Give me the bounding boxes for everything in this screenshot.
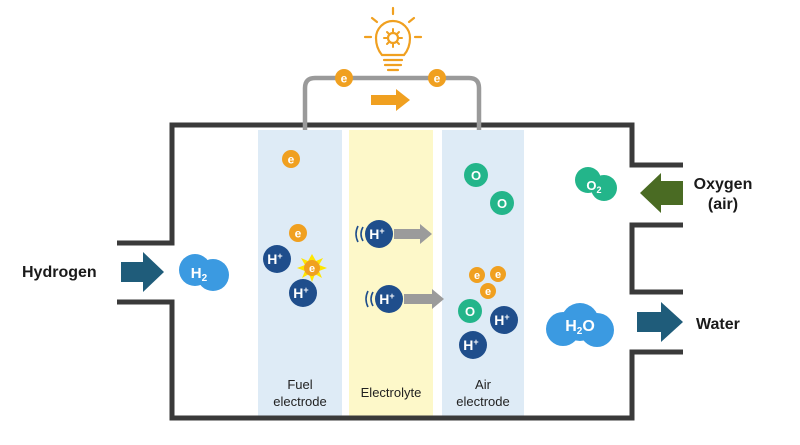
air-proton-bottom: H+: [459, 331, 487, 359]
water-molecule: H2O: [546, 303, 614, 347]
svg-text:O2: O2: [586, 178, 601, 195]
svg-text:e: e: [288, 153, 295, 167]
air-oxygen-atom-1: O: [464, 163, 488, 187]
fuel-electrode-label-line2: electrode: [273, 394, 326, 409]
fuel-electron-top: e: [282, 150, 300, 168]
oxygen-label-line2: (air): [708, 196, 738, 213]
hydrogen-molecule: H2: [179, 254, 229, 291]
hydrogen-inlet-arrow-icon: [121, 252, 164, 292]
fuel-proton-left: H+: [263, 245, 291, 273]
water-outlet-arrow-icon: [637, 302, 683, 342]
wire-electron-right: e: [428, 69, 446, 87]
svg-text:H+: H+: [494, 312, 509, 328]
external-wire: [302, 75, 482, 130]
fuel-electrode-label-line1: Fuel: [287, 377, 312, 392]
lightbulb-gear-icon: [363, 6, 423, 72]
svg-text:O: O: [497, 196, 507, 211]
svg-text:O: O: [471, 168, 481, 183]
air-electron-2: e: [490, 266, 506, 282]
air-electrode-label-line2: electrode: [456, 394, 509, 409]
electrolyte-proton-lower: H+: [365, 285, 403, 313]
electrolyte-proton-upper: H+: [355, 220, 393, 248]
oxygen-inlet-arrow-icon: [640, 173, 683, 213]
electron-release-spark-icon: e: [297, 254, 327, 282]
air-electron-1: e: [469, 267, 485, 283]
air-oxygen-atom-2: O: [490, 191, 514, 215]
air-electrode-label-line1: Air: [475, 377, 492, 392]
oxygen-label-line1: Oxygen: [694, 176, 753, 193]
svg-text:e: e: [485, 286, 491, 298]
electrolyte-region: [349, 130, 433, 418]
electrolyte-label: Electrolyte: [361, 385, 422, 400]
svg-text:H2: H2: [191, 265, 208, 284]
proton-flow-arrow-lower-icon: [404, 289, 444, 309]
proton-flow-arrow-upper-icon: [394, 224, 432, 244]
svg-text:e: e: [474, 270, 480, 282]
svg-text:e: e: [434, 72, 441, 86]
fuel-proton-bottom: H+: [289, 279, 317, 307]
svg-text:O: O: [465, 304, 475, 319]
fuel-electron-middle: e: [289, 224, 307, 242]
air-oxygen-atom-3: O: [458, 299, 482, 323]
svg-text:H+: H+: [369, 226, 384, 242]
wire-electron-left: e: [335, 69, 353, 87]
electron-flow-arrow-icon: [371, 89, 410, 111]
svg-text:e: e: [295, 227, 302, 241]
water-label: Water: [696, 316, 740, 333]
svg-text:H+: H+: [293, 285, 308, 301]
svg-text:e: e: [341, 72, 348, 86]
svg-text:H2O: H2O: [565, 318, 595, 337]
air-electron-3: e: [480, 283, 496, 299]
hydrogen-label: Hydrogen: [22, 264, 97, 281]
svg-text:e: e: [495, 269, 501, 281]
svg-text:H+: H+: [379, 291, 394, 307]
oxygen-molecule: O2: [575, 167, 617, 201]
svg-text:e: e: [309, 263, 315, 275]
cell-housing-outline: [117, 122, 683, 421]
fuel-electrode-region: [258, 130, 342, 418]
air-proton-right: H+: [490, 306, 518, 334]
svg-text:H+: H+: [463, 337, 478, 353]
svg-text:H+: H+: [267, 251, 282, 267]
